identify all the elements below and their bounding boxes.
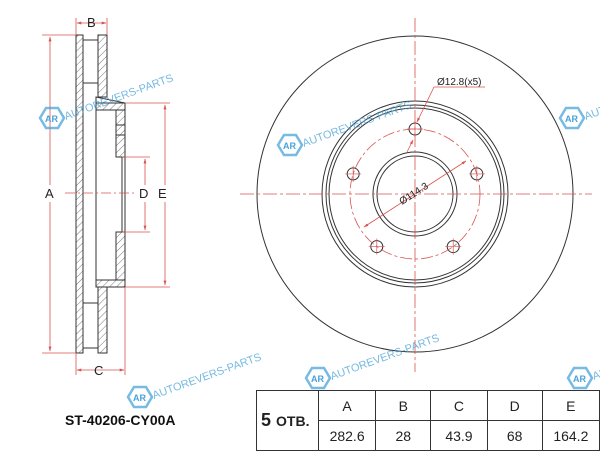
watermark-logo: AR AUTOREVERS-PARTS — [276, 99, 413, 157]
front-dimensions — [240, 18, 592, 372]
part-number: ST-40206-CY00A — [65, 412, 176, 428]
side-dimensions — [42, 18, 170, 375]
header-c: C — [430, 390, 488, 421]
header-a: A — [317, 390, 377, 421]
watermark-text: AUTOREVERS-PARTS — [329, 332, 441, 383]
header-e: E — [541, 390, 600, 421]
watermark-logo: AR AUTOREVERS-PARTS — [126, 351, 263, 409]
svg-text:AR: AR — [573, 374, 586, 384]
watermark-logo: AR AUTOREVERS-PARTS — [558, 72, 600, 130]
side-view — [75, 34, 126, 354]
header-b: B — [375, 390, 432, 421]
holes-suffix: ОТВ. — [276, 413, 310, 429]
watermark-text: AUTOREVERS-PARTS — [583, 72, 600, 123]
dimension-b-label: B — [87, 15, 96, 30]
dimension-c-label: C — [94, 363, 103, 378]
watermark-text: AUTOREVERS-PARTS — [151, 351, 263, 402]
watermark-logo: AR AUTOREVERS-PARTS — [566, 332, 600, 390]
header-d: D — [486, 390, 543, 421]
svg-text:AR: AR — [133, 393, 146, 403]
value-d: 68 — [486, 420, 543, 451]
svg-text:AR: AR — [45, 114, 58, 124]
value-e: 164.2 — [541, 420, 600, 451]
dimension-d-label: D — [139, 186, 148, 201]
bolt-hole-icon — [345, 165, 362, 182]
holes-number: 5 — [261, 410, 272, 430]
dimension-e-label: E — [158, 186, 167, 201]
svg-text:AR: AR — [283, 141, 296, 151]
watermark-text: AUTOREVERS-PARTS — [301, 99, 413, 150]
value-a: 282.6 — [317, 420, 377, 451]
watermark-logo: AR AUTOREVERS-PARTS — [304, 332, 441, 390]
watermark-text: AUTOREVERS-PARTS — [591, 332, 600, 383]
svg-text:AR: AR — [311, 374, 324, 384]
value-c: 43.9 — [430, 420, 488, 451]
bolt-hole-icon — [445, 238, 462, 255]
svg-text:AR: AR — [565, 114, 578, 124]
bolt-hole-label: Ø12.8(x5) — [437, 77, 481, 88]
dimension-a-label: A — [45, 186, 54, 201]
dimensions-table: 5 ОТВ. A B C D E 282.6 28 43.9 68 164.2 — [256, 390, 600, 451]
bolt-holes-count: 5 ОТВ. — [256, 390, 319, 451]
value-b: 28 — [375, 420, 432, 451]
